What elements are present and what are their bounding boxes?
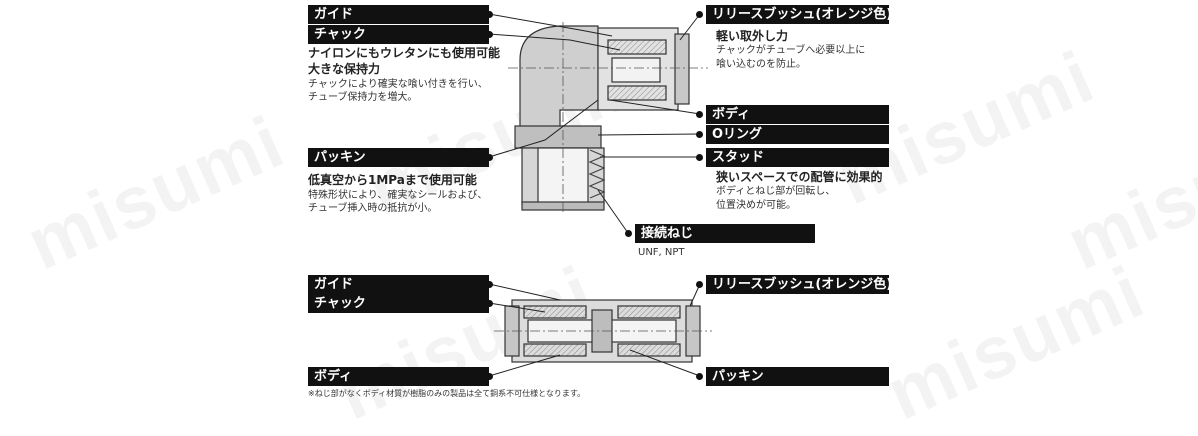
chuck-description: チャックにより確実な喰い付きを行い、 — [308, 79, 488, 90]
leader-dot — [696, 373, 703, 380]
chuck-description: チューブ保持力を増大。 — [308, 92, 418, 103]
label-o-ring: Oリング — [706, 125, 889, 144]
leader-dot — [486, 31, 493, 38]
label-chuck: チャック — [308, 25, 489, 44]
footnote: ※ねじ部がなくボディ材質が樹脂のみの製品は全て銅系不可仕様となります。 — [308, 389, 586, 398]
leader-dot — [486, 154, 493, 161]
diagram-stage: misumi misumi misumi misumi misumi misum… — [15, 5, 1198, 436]
leader-dot — [696, 111, 703, 118]
leader-dot — [696, 281, 703, 288]
label-packing: パッキン — [308, 148, 489, 167]
leader-dot — [696, 154, 703, 161]
label-release-bushing: リリースブッシュ(オレンジ色) — [706, 5, 889, 24]
stud-heading: 狭いスペースでの配管に効果的 — [716, 170, 883, 184]
label-body: ボディ — [706, 105, 889, 124]
packing-heading: 低真空から1MPaまで使用可能 — [308, 173, 477, 187]
leader-dot — [486, 300, 493, 307]
label-body: ボディ — [308, 367, 489, 386]
thread-types: UNF, NPT — [638, 247, 685, 258]
release-description: 喰い込むのを防止。 — [716, 59, 806, 70]
leader-dot — [486, 11, 493, 18]
label-chuck: チャック — [308, 294, 489, 313]
label-connection-thread: 接続ねじ — [635, 224, 815, 243]
label-guide: ガイド — [308, 5, 489, 24]
label-stud: スタッド — [706, 148, 889, 167]
chuck-heading: ナイロンにもウレタンにも使用可能 — [308, 46, 501, 60]
label-guide: ガイド — [308, 275, 489, 294]
stud-description: ボディとねじ部が回転し、 — [716, 186, 836, 197]
leader-dot — [486, 373, 493, 380]
chuck-heading-2: 大きな保持力 — [308, 62, 381, 76]
leader-dot — [486, 281, 493, 288]
packing-description: チューブ挿入時の抵抗が小。 — [308, 203, 438, 214]
leader-dot — [696, 11, 703, 18]
elbow-fitting — [514, 25, 690, 211]
release-heading: 軽い取外し力 — [716, 29, 789, 43]
label-release-bushing: リリースブッシュ(オレンジ色) — [706, 275, 889, 294]
release-description: チャックがチューブへ必要以上に — [716, 45, 866, 56]
label-packing: パッキン — [706, 367, 889, 386]
stud-description: 位置決めが可能。 — [716, 200, 796, 211]
packing-description: 特殊形状により、確実なシールおよび、 — [308, 190, 488, 201]
leader-dot — [696, 131, 703, 138]
leader-dot — [625, 230, 632, 237]
fitting-diagram — [488, 13, 712, 377]
